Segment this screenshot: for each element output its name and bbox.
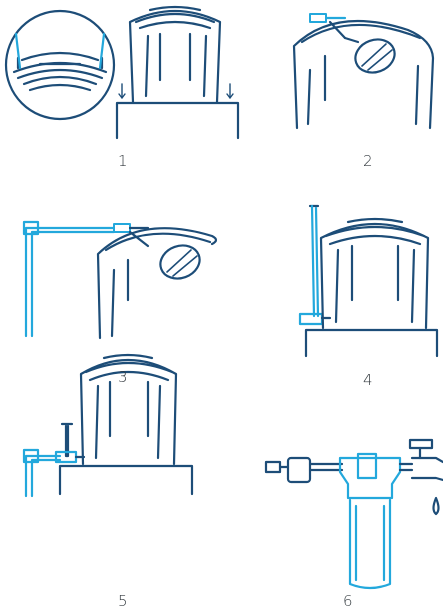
step-2-label: 2 [363,152,373,170]
step-3-illustration [22,220,218,340]
tank-3 [96,227,218,340]
down-arrow-icon [118,83,234,99]
inlet-pipe-5 [22,448,86,498]
faucet-6 [398,438,443,516]
step-1-label: 1 [118,152,128,170]
tank-5 [79,353,178,466]
pipe-3 [22,220,116,338]
step-6-label: 6 [343,592,353,610]
float-valve-3 [113,223,201,280]
float-valve-2 [309,13,396,74]
stand-4 [304,328,439,358]
supply-pipe-6 [264,456,344,484]
step-3-label: 3 [118,368,128,386]
step-5-label: 5 [118,592,128,610]
tank-2 [292,20,435,130]
zoom-circle [4,9,116,121]
vent-pipe-4 [298,204,332,326]
step-1-illustration [4,5,240,140]
vent-pipe-5 [60,422,74,458]
stand-5 [58,464,194,496]
tank-1 [128,5,222,104]
step-4-label: 4 [363,371,373,389]
step-6-illustration [264,438,443,590]
stand-1 [115,101,240,140]
step-2-illustration [292,13,435,130]
step-5-illustration [22,353,194,498]
water-filter-6 [338,452,402,590]
step-4-illustration [298,204,439,358]
tank-4 [319,217,430,330]
